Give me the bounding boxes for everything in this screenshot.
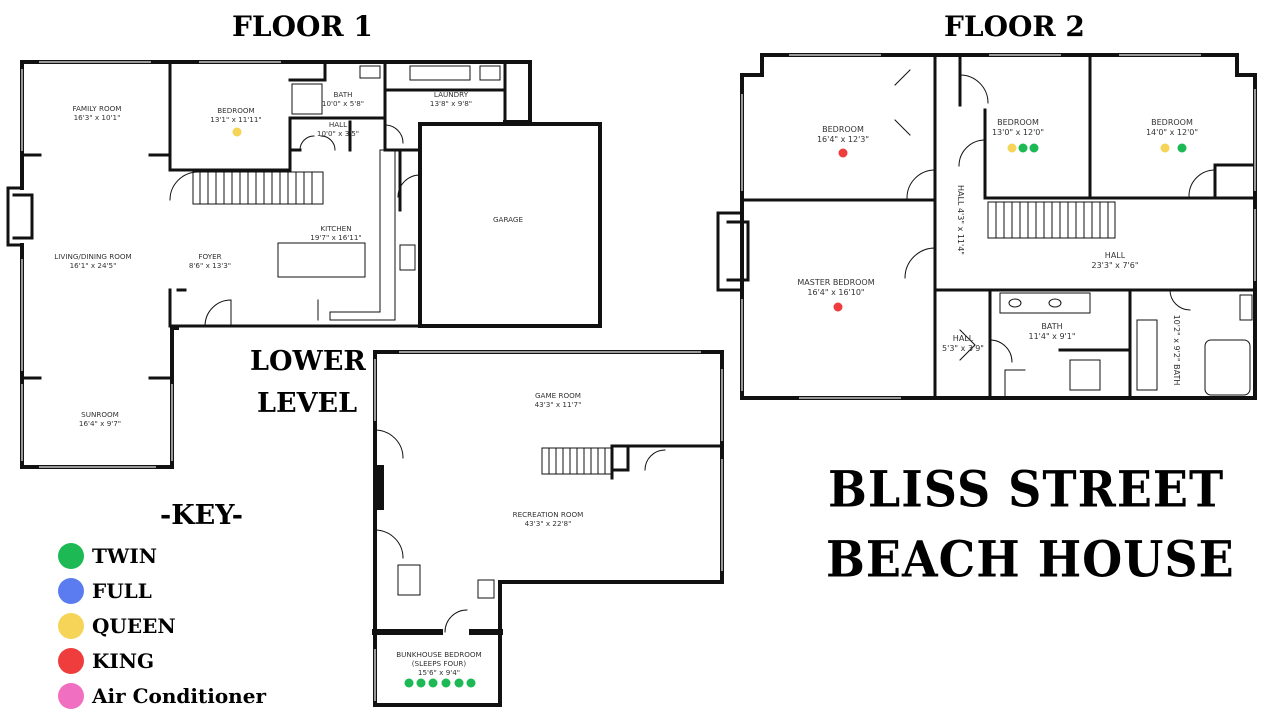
lower-level-heading-line2: LEVEL: [257, 388, 358, 419]
room-label-hall-f2-vertical: HALL 4'3" x 11'4": [956, 185, 965, 255]
room-label-garage: GARAGE: [492, 215, 524, 224]
bed-marker-king: [833, 302, 843, 312]
lower-level-interior-walls: [610, 444, 724, 480]
air-conditioner-swatch: [58, 683, 84, 709]
bed-marker-twin: [1177, 143, 1187, 153]
key-label-full: FULL: [92, 579, 152, 603]
floor2-fireplace: [716, 211, 750, 292]
bed-marker-twin: [466, 678, 476, 688]
lower-level-dark-column: [376, 465, 384, 510]
room-label-bunkhouse: BUNKHOUSE BEDROOM(SLEEPS FOUR)15'6" x 9'…: [396, 650, 482, 677]
key-label-air-conditioner: Air Conditioner: [92, 684, 266, 708]
floor1-fireplace: [6, 186, 34, 247]
queen-swatch: [58, 613, 84, 639]
floor2-interior-walls: [740, 53, 1257, 400]
bed-marker-twin: [404, 678, 414, 688]
bed-marker-king: [838, 148, 848, 158]
twin-swatch: [58, 543, 84, 569]
bed-marker-twin: [428, 678, 438, 688]
lower-level-windows: [374, 351, 723, 701]
key-label-king: KING: [92, 649, 155, 673]
bed-marker-queen: [232, 127, 242, 137]
bed-marker-queen: [1007, 143, 1017, 153]
key-label-twin: TWIN: [92, 544, 157, 568]
floor1-stairs: [192, 171, 324, 205]
lower-level-heading-line1: LOWER: [250, 346, 366, 377]
key-item-queen: QUEEN: [58, 612, 176, 640]
floor2-plan: [716, 53, 1257, 400]
floor2-stairs: [987, 201, 1116, 239]
key-item-full: FULL: [58, 577, 152, 605]
lower-level-plan: [372, 350, 724, 707]
floor2-heading: FLOOR 2: [944, 10, 1085, 43]
floor2-doors: [894, 69, 1216, 399]
key-label-queen: QUEEN: [92, 614, 176, 638]
room-label-bath-f2-b: 10'2" x 9'2" BATH: [1172, 314, 1181, 386]
floor2-windows: [741, 54, 1256, 399]
bed-marker-twin: [454, 678, 464, 688]
floor1-heading: FLOOR 1: [232, 10, 373, 43]
floor1-interior-walls: [20, 60, 507, 380]
bed-marker-twin: [1018, 143, 1028, 153]
house-title-line2: BEACH HOUSE: [826, 529, 1235, 589]
lower-level-doors: [374, 429, 666, 633]
king-swatch: [58, 648, 84, 674]
bed-marker-twin: [416, 678, 426, 688]
lower-level-stairs: [541, 447, 613, 475]
floor1-plan: [6, 60, 602, 469]
key-item-king: KING: [58, 647, 154, 675]
floor2-bath-fixtures: [999, 292, 1253, 396]
house-title-line1: BLISS STREET: [828, 459, 1225, 519]
floor1-doors: [169, 124, 421, 327]
bed-marker-twin: [1029, 143, 1039, 153]
key-item-twin: TWIN: [58, 542, 157, 570]
key-item-air-conditioner: Air Conditioner: [58, 682, 266, 710]
full-swatch: [58, 578, 84, 604]
bed-marker-queen: [1160, 143, 1170, 153]
floor2-outer-walls: [740, 53, 1257, 400]
key-title: -KEY-: [160, 500, 244, 531]
lower-level-outer-walls: [373, 350, 724, 707]
bed-marker-twin: [441, 678, 451, 688]
floor1-windows: [21, 61, 281, 468]
floor1-kitchen-fixtures: [277, 65, 501, 321]
